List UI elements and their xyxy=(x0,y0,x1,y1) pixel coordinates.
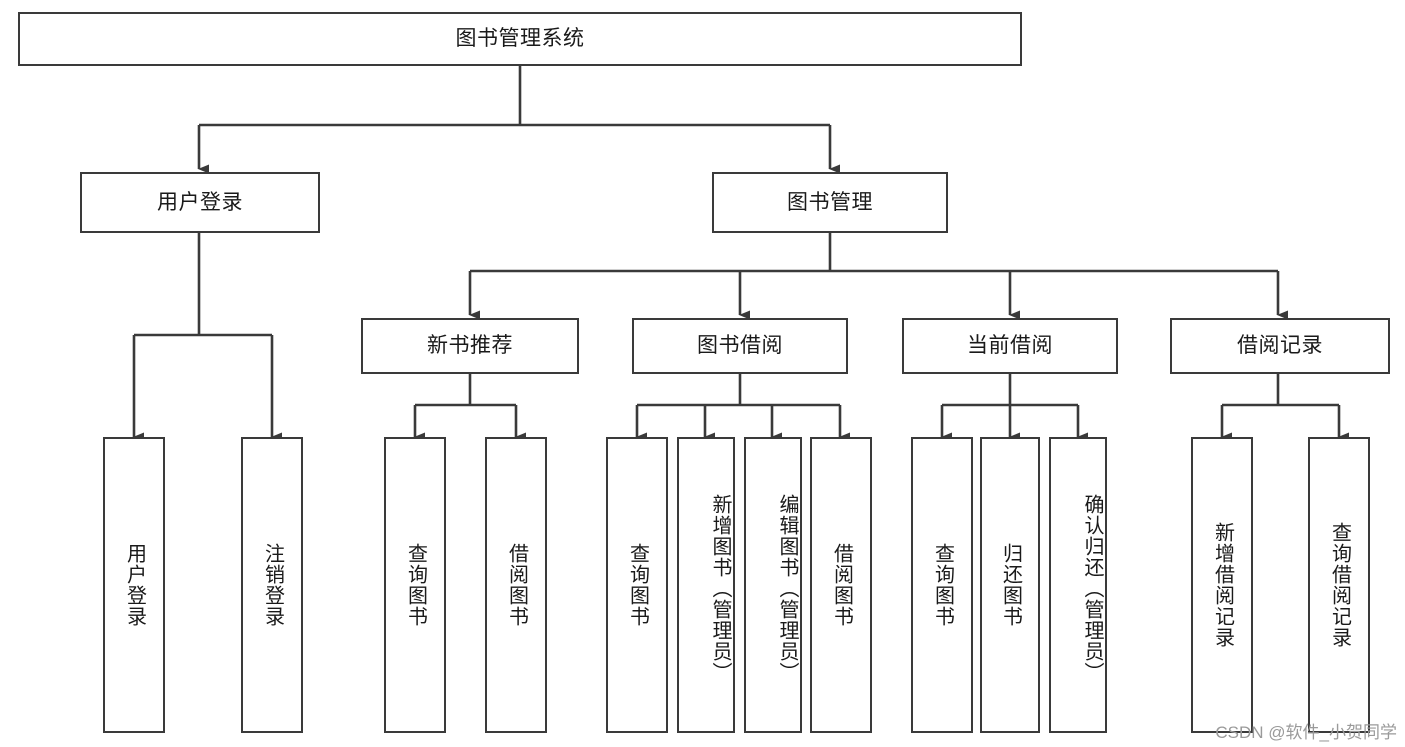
leaf-return-book[interactable]: 归还图书 xyxy=(980,437,1040,733)
node-book-borrow[interactable]: 图书借阅 xyxy=(632,318,848,374)
node-current-borrow[interactable]: 当前借阅 xyxy=(902,318,1118,374)
node-book-manage[interactable]: 图书管理 xyxy=(712,172,948,233)
leaf-query-book-borrow[interactable]: 查询图书 xyxy=(606,437,668,733)
node-borrow-record[interactable]: 借阅记录 xyxy=(1170,318,1390,374)
leaf-query-book-current[interactable]: 查询图书 xyxy=(911,437,973,733)
leaf-user-logout[interactable]: 注销登录 xyxy=(241,437,303,733)
node-new-book-recommend[interactable]: 新书推荐 xyxy=(361,318,579,374)
leaf-query-book-recommend[interactable]: 查询图书 xyxy=(384,437,446,733)
leaf-query-borrow-record[interactable]: 查询借阅记录 xyxy=(1308,437,1370,733)
watermark-credit: CSDN @软件_小贺同学 xyxy=(1215,723,1397,742)
leaf-add-borrow-record[interactable]: 新增借阅记录 xyxy=(1191,437,1253,733)
leaf-edit-book-admin[interactable]: 编辑图书（管理员） xyxy=(744,437,802,733)
leaf-borrow-book-borrow[interactable]: 借阅图书 xyxy=(810,437,872,733)
leaf-add-book-admin[interactable]: 新增图书（管理员） xyxy=(677,437,735,733)
node-root-system[interactable]: 图书管理系统 xyxy=(18,12,1022,66)
leaf-user-login[interactable]: 用户登录 xyxy=(103,437,165,733)
node-user-login[interactable]: 用户登录 xyxy=(80,172,320,233)
leaf-confirm-return-admin[interactable]: 确认归还（管理员） xyxy=(1049,437,1107,733)
leaf-borrow-book-recommend[interactable]: 借阅图书 xyxy=(485,437,547,733)
